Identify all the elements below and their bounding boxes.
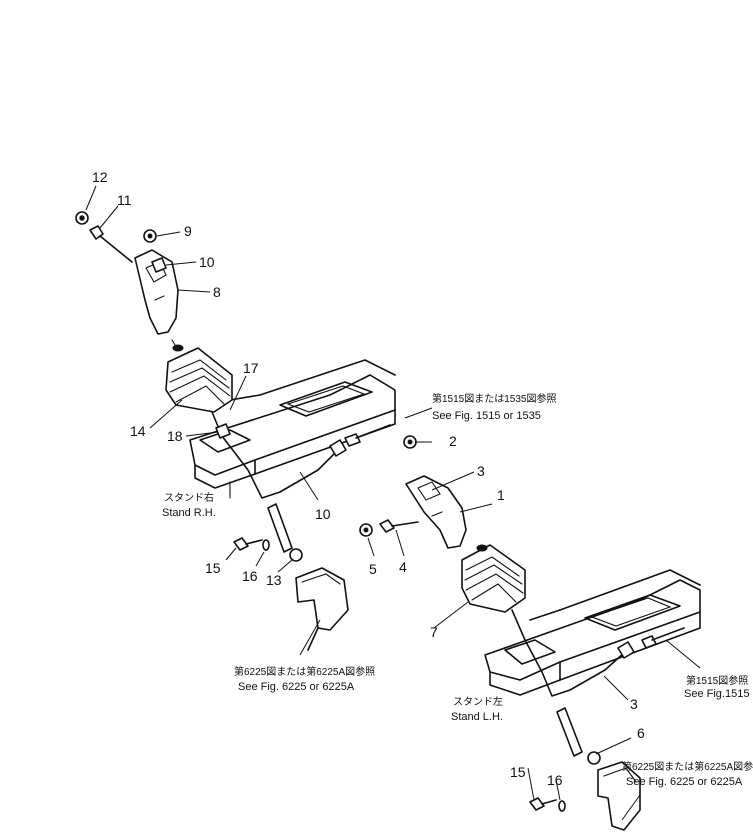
note-mid-ref-jp: 第6225図または第6225A図参照 bbox=[234, 665, 375, 678]
linkage-rh bbox=[267, 503, 349, 651]
callout-6: 6 bbox=[637, 725, 645, 741]
callout-10-cable: 10 bbox=[315, 506, 331, 522]
callout-3-bottom: 3 bbox=[630, 696, 638, 712]
callout-13: 13 bbox=[266, 572, 282, 588]
boot-lh bbox=[461, 544, 526, 613]
callout-8: 8 bbox=[213, 284, 221, 300]
note-top-ref-en: See Fig. 1515 or 1535 bbox=[432, 410, 541, 422]
callout-1: 1 bbox=[497, 487, 505, 503]
callout-4: 4 bbox=[399, 559, 407, 575]
nut-9 bbox=[143, 229, 157, 243]
nut-12 bbox=[75, 211, 89, 225]
callout-16-lower: 16 bbox=[547, 772, 563, 788]
leader-lines bbox=[85, 185, 701, 821]
callout-2: 2 bbox=[449, 433, 457, 449]
note-stand-rh-en: Stand R.H. bbox=[162, 507, 216, 519]
callout-3-top: 3 bbox=[477, 463, 485, 479]
callout-12: 12 bbox=[92, 169, 108, 185]
note-stand-lh-en: Stand L.H. bbox=[451, 711, 503, 723]
callout-14: 14 bbox=[130, 423, 146, 439]
lever-grip-lh bbox=[405, 475, 467, 549]
stand-rh-console bbox=[189, 359, 396, 499]
rod-rh bbox=[211, 411, 391, 499]
callout-10-rh: 10 bbox=[199, 254, 215, 270]
callout-numbers: 12 11 9 10 8 17 14 18 10 2 3 1 5 4 15 16… bbox=[92, 169, 645, 788]
bolt-11 bbox=[89, 225, 133, 263]
note-bottom-ref-jp: 第6225図または第6225A図参照 bbox=[622, 760, 753, 773]
bolt-15-upper bbox=[233, 537, 263, 551]
callout-17: 17 bbox=[243, 360, 259, 376]
callout-11: 11 bbox=[117, 192, 132, 208]
reference-notes: 第1515図または1535図参照 See Fig. 1515 or 1535 ス… bbox=[162, 392, 753, 788]
bolt-4 bbox=[379, 519, 419, 533]
stand-lh-console bbox=[484, 569, 701, 696]
note-right-ref-en: See Fig.1515 bbox=[684, 688, 749, 700]
bolt-15-lower bbox=[529, 797, 557, 811]
note-mid-ref-en: See Fig. 6225 or 6225A bbox=[238, 681, 355, 693]
callout-5: 5 bbox=[369, 561, 377, 577]
callout-15-lower: 15 bbox=[510, 764, 526, 780]
lever-grip-rh bbox=[134, 249, 179, 351]
callout-18: 18 bbox=[167, 428, 183, 444]
note-right-ref-jp: 第1515図参照 bbox=[686, 674, 748, 687]
note-stand-rh-jp: スタンド右 bbox=[164, 491, 214, 504]
boot-rh bbox=[165, 344, 233, 413]
note-top-ref-jp: 第1515図または1535図参照 bbox=[432, 392, 557, 405]
note-stand-lh-jp: スタンド左 bbox=[453, 695, 503, 708]
callout-15-upper: 15 bbox=[205, 560, 221, 576]
nut-2 bbox=[403, 435, 417, 449]
callout-9: 9 bbox=[184, 223, 192, 239]
nut-5 bbox=[359, 523, 373, 537]
callout-7: 7 bbox=[430, 624, 438, 640]
note-bottom-ref-en: See Fig. 6225 or 6225A bbox=[626, 776, 743, 788]
callout-16-upper: 16 bbox=[242, 568, 258, 584]
rod-lh bbox=[511, 609, 685, 697]
linkage-lh bbox=[556, 707, 641, 831]
washer-16-lower bbox=[558, 800, 566, 812]
washer-16-upper bbox=[262, 539, 270, 551]
switch-10 bbox=[151, 257, 167, 273]
